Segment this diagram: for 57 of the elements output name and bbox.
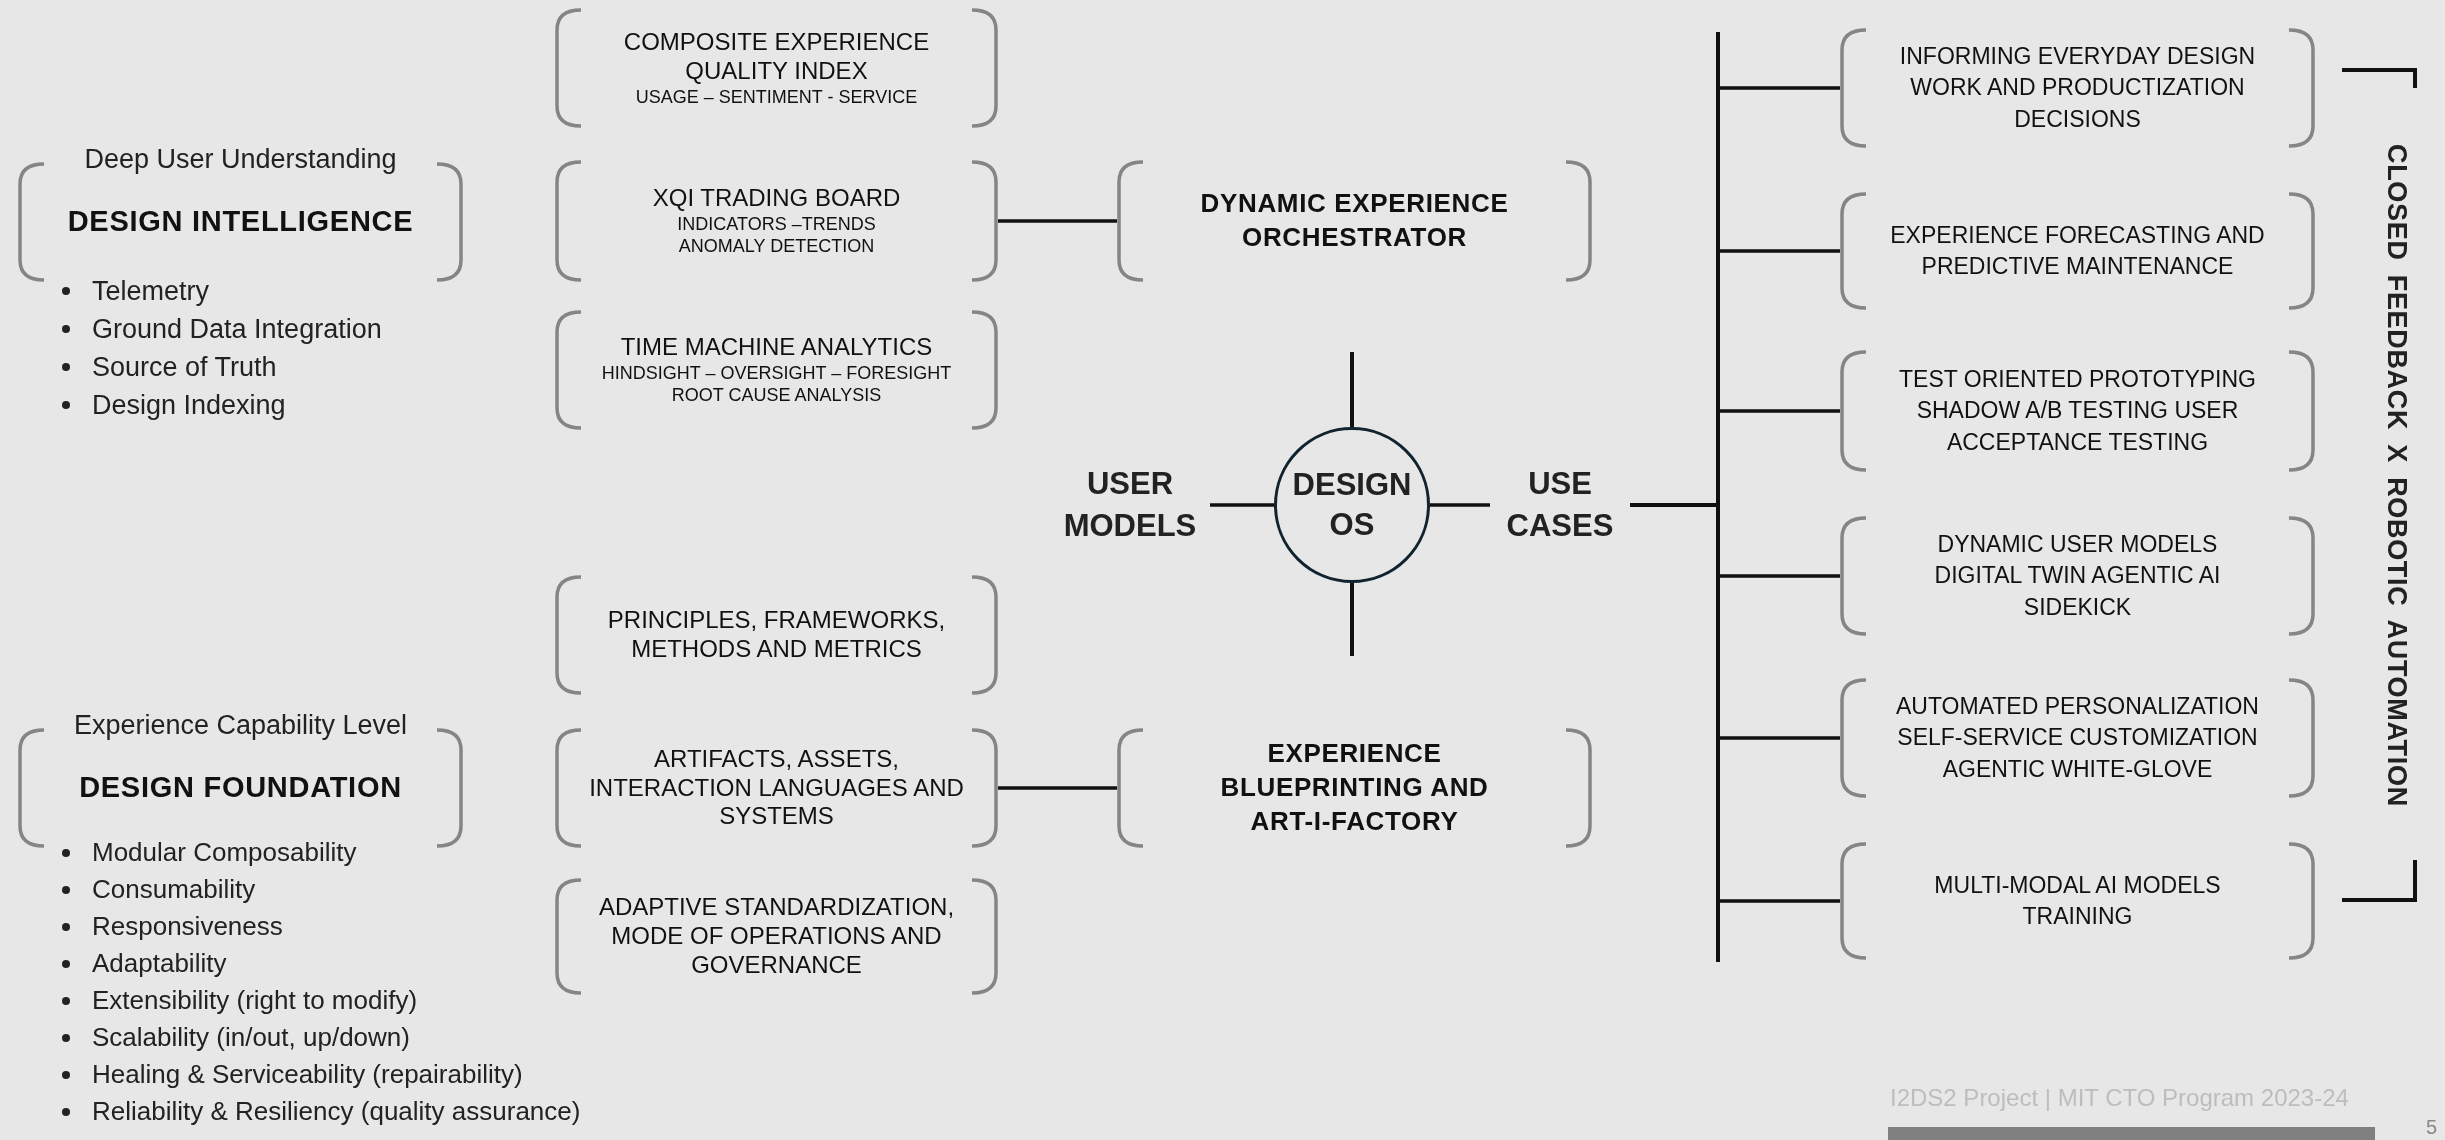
bullet-item: Modular Composability [92,836,357,869]
bullet-item: Ground Data Integration [92,313,382,346]
bullet-item: Source of Truth [92,351,277,384]
section-title: DESIGN INTELLIGENCE [67,204,414,240]
box-title: COMPOSITE EXPERIENCE QUALITY INDEX [622,27,931,86]
box-text: AUTOMATED PERSONALIZATION SELF-SERVICE CUSTOMIZATION AGENTIC WHITE-GLOVE [1895,692,2260,784]
box-title: DYNAMIC EXPERIENCE ORCHESTRATOR [1199,187,1510,254]
bullet-item: Responsiveness [92,910,283,943]
connector-line [998,786,1117,790]
bracket-box [1117,160,1592,282]
box-text: PRINCIPLES, FRAMEWORKS, METHODS AND METRICS [606,606,947,664]
box-title: EXPERIENCE BLUEPRINTING AND ART-I-FACTORY [1219,737,1490,838]
subheading-text: Deep User Understanding [84,143,397,176]
bracket-box [1840,842,2315,960]
bracket-box [555,878,998,995]
bullet-item: Healing & Serviceability (repairability) [92,1058,523,1091]
bullet-item: Extensibility (right to modify) [92,984,418,1017]
box-subtitle: INDICATORS –TRENDS ANOMALY DETECTION [676,212,877,258]
bracket-box [1117,728,1592,848]
bullet-item: Reliability & Resiliency (quality assurance) [92,1095,581,1128]
bracket-box [1840,516,2315,636]
box-subtitle: HINDSIGHT – OVERSIGHT – FORESIGHT ROOT CAUSE ANALYSIS [600,361,953,407]
box-subtitle: USAGE – SENTIMENT - SERVICE [635,85,918,109]
box-text: DYNAMIC USER MODELS DIGITAL TWIN AGENTIC AI SIDEKICK [1933,530,2222,622]
bracket-box [555,575,998,695]
section-title: DESIGN FOUNDATION [79,770,402,806]
bracket-box [555,728,998,848]
box-text: EXPERIENCE FORECASTING AND PREDICTIVE MAINTENANCE [1889,220,2266,281]
bullet-item: Telemetry [92,275,210,308]
connector-line [1210,503,1274,507]
bracket-box [1840,192,2315,310]
box-text: TEST ORIENTED PROTOTYPING SHADOW A/B TESTING USER ACCEPTANCE TESTING [1898,365,2257,457]
bullet-item: Design Indexing [92,389,286,422]
bullet-item: Consumability [92,873,256,906]
box-text: MULTI-MODAL AI MODELS TRAINING [1933,870,2222,931]
box-text: ARTIFACTS, ASSETS, INTERACTION LANGUAGES AND SYSTEMS [588,744,965,832]
subheading-text: Experience Capability Level [73,709,408,742]
page-number: 5 [2426,1115,2438,1140]
box-text: ADAPTIVE STANDARDIZATION, MODE OF OPERATIONS AND GOVERNANCE [597,893,956,980]
section-label: USER MODELS [1062,465,1198,545]
box-text: INFORMING EVERYDAY DESIGN WORK AND PRODUCTIZATION DECISIONS [1898,42,2257,134]
bracket-box [1840,678,2315,798]
vertical-label: CLOSED FEEDBACK X ROBOTIC AUTOMATION [2381,143,2414,807]
bracket-box [1840,350,2315,472]
bracket-box [555,8,998,128]
bracket-box [555,160,998,282]
box-title: TIME MACHINE ANALYTICS [620,333,933,362]
bullet-item: Scalability (in/out, up/down) [92,1021,410,1054]
connector-line [998,219,1117,223]
bracket-box [1840,28,2315,148]
connector-line [1630,503,1840,903]
section-label: USE CASES [1505,465,1615,545]
connector-line [1430,503,1490,507]
bullet-item: Adaptability [92,947,227,980]
box-title: XQI TRADING BOARD [652,184,901,213]
bracket-box [555,310,998,430]
circle-label: DESIGN OS [1291,465,1413,544]
